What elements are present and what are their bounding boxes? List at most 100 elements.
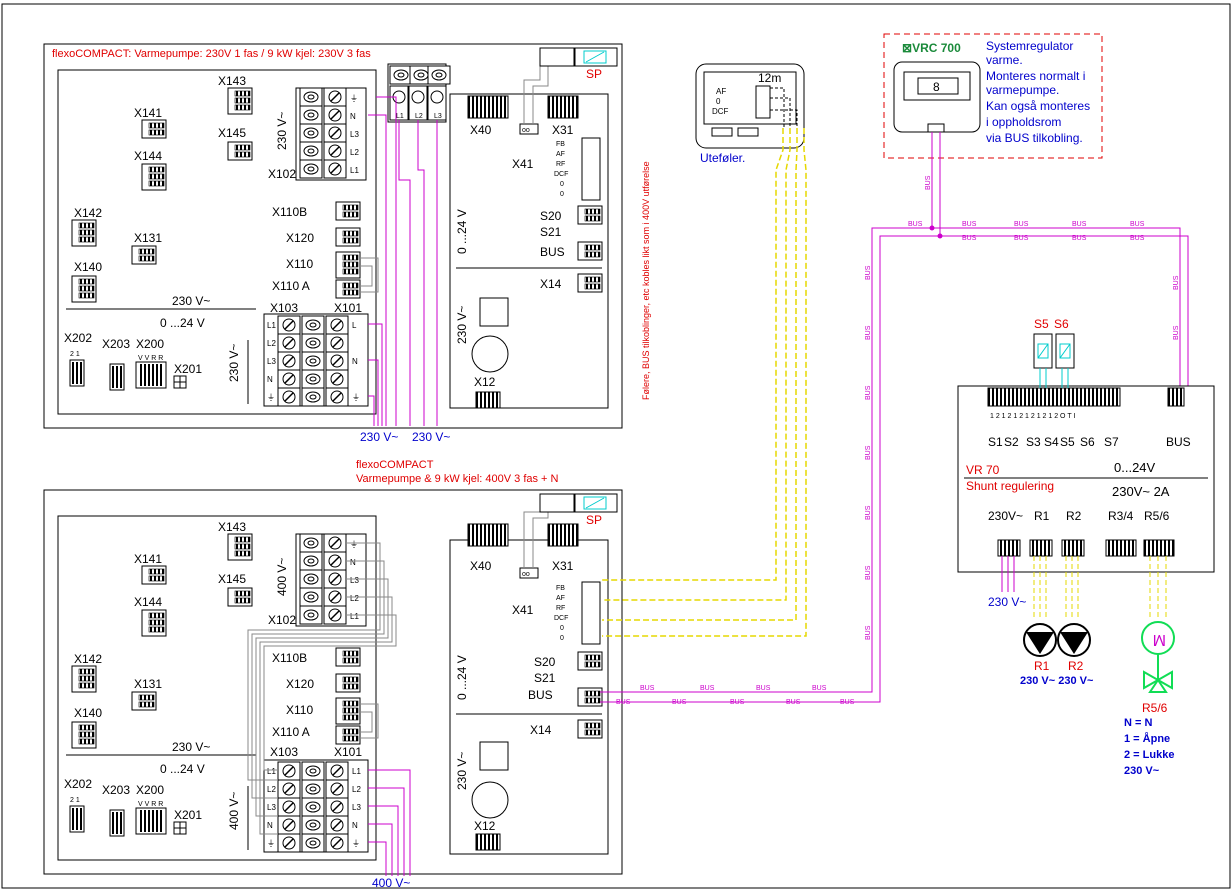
svg-text:0: 0 (560, 625, 564, 632)
svg-text:Kan også monteres: Kan også monteres (986, 99, 1090, 113)
vr70-out-r1: R1 (1034, 509, 1050, 523)
svg-text:0: 0 (560, 181, 564, 188)
vr70-s5-s6-sensors: S5 S6 (1033, 317, 1075, 388)
svg-text:N: N (352, 357, 358, 366)
bottom-x110a: X110 A (272, 725, 310, 739)
svg-text:BUS: BUS (865, 325, 872, 340)
top-x31: X31 (552, 123, 574, 137)
svg-text:L1: L1 (267, 767, 276, 776)
svg-text:L2: L2 (352, 785, 361, 794)
svg-text:⏚: ⏚ (350, 94, 358, 103)
top-x102-terminal: ⏚ N L3 L2 L1 230 V~ (275, 87, 367, 181)
svg-text:400 V~: 400 V~ (275, 558, 289, 596)
bottom-x102: X102 (268, 613, 296, 627)
vr70-subtitle: Shunt regulering (966, 479, 1054, 493)
bottom-title-line1: flexoCOMPACT (356, 459, 434, 471)
top-unit: flexoCOMPACT: Varmepumpe: 230V 1 fas / 9… (43, 43, 651, 444)
vr70-bus: BUS (1166, 435, 1191, 449)
vr70-name: VR 70 (966, 463, 1000, 477)
top-x101: X101 (334, 301, 362, 315)
bottom-x102-terminal: ⏚ N L3 L2 L1 400 V~ (275, 533, 367, 627)
vr70-out-r34: R3/4 (1108, 509, 1134, 523)
svg-text:V V R R: V V R R (138, 801, 163, 808)
svg-text:BUS: BUS (865, 505, 872, 520)
bottom-control-board (449, 539, 609, 855)
svg-text:BUS: BUS (1014, 235, 1029, 242)
svg-text:L3: L3 (350, 576, 359, 585)
svg-text:L2: L2 (267, 785, 276, 794)
top-x41-pins: FB AF RF DCF 0 0 (554, 137, 601, 201)
svg-text:N: N (267, 375, 273, 384)
top-x131: X131 (134, 231, 162, 245)
svg-text:AF: AF (716, 87, 726, 96)
svg-text:S6: S6 (1054, 317, 1069, 331)
vr70-supply: 230 V~ (988, 595, 1026, 609)
bottom-x110: X110 (286, 703, 313, 717)
top-x145: X145 (218, 126, 246, 140)
svg-text:FB: FB (556, 585, 565, 592)
top-x120: X120 (286, 231, 314, 245)
svg-text:SP: SP (586, 513, 602, 527)
svg-text:2 1: 2 1 (70, 351, 80, 358)
svg-text:L3: L3 (267, 803, 276, 812)
pump-r1: R1 (1023, 623, 1057, 673)
vr70-sensor-s3: S3 (1026, 435, 1041, 449)
top-230v-vertical-board: 230 V~ (455, 306, 469, 344)
top-x200: X200 (136, 337, 164, 351)
bottom-x41-pins: FB AF RF DCF 0 0 (554, 581, 601, 645)
bottom-x200: X200 (136, 783, 164, 797)
svg-text:L: L (352, 321, 357, 330)
bottom-x140: X140 (74, 706, 102, 720)
svg-text:BUS: BUS (1072, 221, 1087, 228)
svg-text:N: N (267, 821, 273, 830)
svg-text:DCF: DCF (712, 107, 729, 116)
svg-text:BUS: BUS (1014, 221, 1029, 228)
svg-text:BUS: BUS (1130, 235, 1145, 242)
bottom-x203: X203 (102, 783, 130, 797)
svg-text:varmepumpe.: varmepumpe. (986, 83, 1059, 97)
svg-text:AF: AF (556, 151, 565, 158)
svg-text:L3: L3 (352, 803, 361, 812)
svg-text:BUS: BUS (908, 221, 923, 228)
top-title: flexoCOMPACT: Varmepumpe: 230V 1 fas / 9… (52, 48, 371, 60)
bottom-x131: X131 (134, 677, 162, 691)
bottom-x141: X141 (134, 552, 162, 566)
svg-text:DCF: DCF (554, 615, 568, 622)
top-230v-vertical: 230 V~ (227, 344, 241, 382)
svg-text:BUS: BUS (865, 385, 872, 400)
top-x141: X141 (134, 106, 162, 120)
svg-text:L1: L1 (396, 113, 404, 120)
svg-text:0: 0 (560, 191, 564, 198)
top-x110: X110 (286, 257, 313, 271)
bottom-x14: X14 (530, 723, 552, 737)
diagram-frame (1, 3, 1231, 889)
sensor-distance: 12m (758, 71, 781, 85)
top-bus: BUS (540, 245, 565, 259)
svg-text:1 2 1 2 1 2 1 2 1 2: 1 2 1 2 1 2 1 2 1 2 1 2 O T I (990, 413, 1075, 420)
svg-text:BUS: BUS (1130, 221, 1145, 228)
top-x140: X140 (74, 260, 102, 274)
svg-text:0: 0 (716, 97, 721, 106)
vr70-sensor-s4: S4 (1044, 435, 1059, 449)
top-024v-label: 0 ...24 V (160, 316, 205, 330)
top-x103: X103 (270, 301, 298, 315)
bottom-x145: X145 (218, 572, 246, 586)
svg-text:L1: L1 (350, 612, 359, 621)
top-x142: X142 (74, 206, 102, 220)
top-supply-right: 230 V~ (412, 430, 450, 444)
svg-text:R2: R2 (1068, 659, 1084, 673)
top-control-board (449, 93, 609, 409)
top-x143: X143 (218, 74, 246, 88)
svg-text:R1: R1 (1034, 659, 1050, 673)
svg-text:⏚: ⏚ (352, 393, 360, 402)
svg-text:BUS: BUS (925, 175, 932, 190)
bottom-unit: flexoCOMPACT Varmepumpe & 9 kW kjel: 400… (43, 459, 623, 890)
bottom-x103: X103 (270, 745, 298, 759)
svg-text:0: 0 (560, 635, 564, 642)
vr70-out-r2: R2 (1066, 509, 1082, 523)
bottom-400v-vertical: 400 V~ (227, 792, 241, 830)
top-s20: S20 (540, 209, 562, 223)
top-x203: X203 (102, 337, 130, 351)
top-x41: X41 (512, 157, 534, 171)
svg-text:Monteres normalt i: Monteres normalt i (986, 69, 1085, 83)
